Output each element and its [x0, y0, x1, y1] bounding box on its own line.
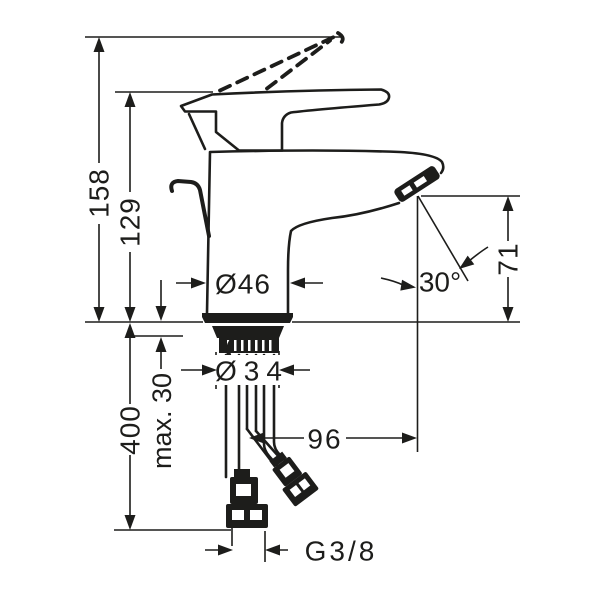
dim-label-base-diameter: Ø46 [215, 269, 271, 300]
escutcheon [212, 326, 284, 338]
dimension-arrowheads [93, 37, 514, 556]
dim-label-hole-diameter: Ø34 [215, 356, 289, 387]
label-backgrounds [213, 266, 457, 451]
dim-label-connection-thread: G3/8 [305, 536, 378, 567]
dimension-lines [98, 51, 509, 551]
hose-connector-straight [226, 469, 268, 528]
dimension-labels: 158 129 400 max. 30 71 Ø46 Ø34 30° 96 G3… [84, 168, 524, 566]
dim-label-hose-length: 400 [115, 405, 146, 455]
faucet-base-plinth [202, 313, 293, 323]
dim-label-max-deck-thickness: max. 30 [147, 373, 177, 469]
aerator [394, 166, 440, 202]
dim-label-spout-angle: 30° [419, 267, 461, 298]
faucet-handle [179, 88, 391, 152]
hose-connector-angled [269, 451, 319, 507]
spray-angle-line [417, 195, 469, 282]
handle-pivot-line [187, 112, 207, 151]
faucet-figure [169, 31, 445, 528]
angle-leader-right [468, 246, 489, 262]
dim-label-outlet-height: 71 [493, 242, 524, 275]
angle-leader-left [380, 277, 404, 286]
handle-raised-dashed [218, 31, 345, 93]
dim-label-spout-projection: 96 [307, 424, 342, 455]
angle-arrow-vertical [400, 279, 416, 291]
angle-arrow-slant [459, 255, 475, 269]
dim-label-total-height: 158 [84, 168, 115, 218]
dim-label-handle-height: 129 [115, 197, 146, 247]
drain-pull-rod [169, 179, 211, 238]
